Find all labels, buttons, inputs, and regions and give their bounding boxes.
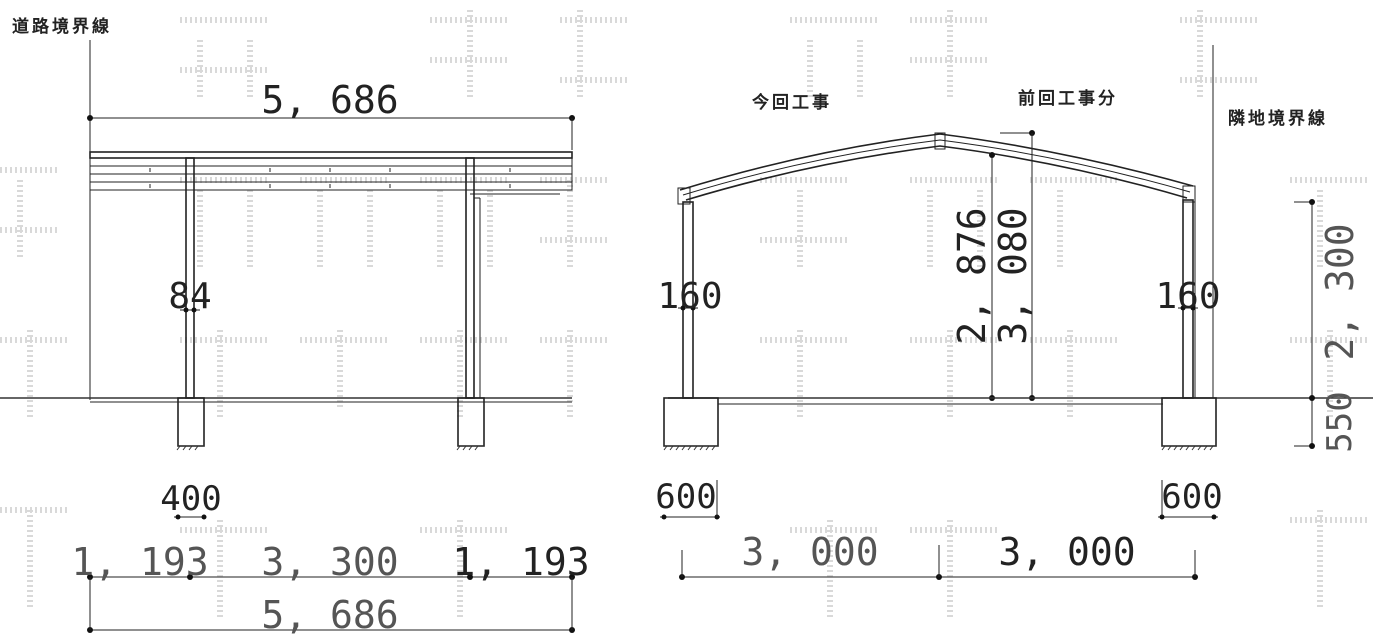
right-span-left: 3, 000 <box>741 530 878 574</box>
right-span-right: 3, 000 <box>998 530 1135 574</box>
dim-dot <box>87 115 93 121</box>
left-overall-width-bottom: 5, 686 <box>261 593 398 635</box>
dim-dot <box>690 305 696 311</box>
dim-dot <box>1190 305 1196 311</box>
left-roof-rivets <box>149 168 511 188</box>
height-inner-label: 2, 876 <box>950 207 994 344</box>
left-roof-panel <box>89 181 573 191</box>
dim-dot <box>1309 199 1315 205</box>
road-boundary-label: 道路境界線 <box>12 16 112 37</box>
right-post-right-label: 160 <box>1155 276 1220 317</box>
right-footing-right-label: 600 <box>1161 477 1222 517</box>
this-work-label: 今回工事 <box>752 92 832 113</box>
left-post-width-label: 84 <box>168 276 211 317</box>
left-span-right: 1, 193 <box>452 540 589 584</box>
left-roof-panel <box>89 165 573 175</box>
left-roof-panel <box>89 157 573 167</box>
arch-roof-outer <box>679 133 1194 191</box>
right-post-left-label: 160 <box>657 276 722 317</box>
dim-dot <box>175 514 181 520</box>
left-overall-width-top: 5, 686 <box>261 78 398 122</box>
dim-dot <box>1309 443 1315 449</box>
arch-end-right <box>1182 185 1196 203</box>
neighbor-boundary-label: 隣地境界線 <box>1228 108 1328 129</box>
right-footing-left <box>663 397 719 447</box>
left-roof-top <box>89 151 573 159</box>
footing-hatch <box>456 445 484 451</box>
arch-ridge-joint <box>934 132 946 150</box>
right-footing-right <box>1161 397 1217 447</box>
dim-dot <box>187 574 193 580</box>
dim-dot <box>1211 514 1217 520</box>
left-elevation: 道路境界線 5, 686 84 <box>0 16 590 635</box>
left-span-left: 1, 193 <box>71 540 208 584</box>
right-elevation: 今回工事 前回工事分 隣地境界線 160 160 2, 8 <box>655 45 1373 580</box>
previous-work-label: 前回工事分 <box>1018 88 1118 109</box>
height-outer-label: 3, 080 <box>991 207 1035 344</box>
watermark-pattern <box>0 10 1370 620</box>
dim-dot <box>183 307 189 313</box>
left-span-center: 3, 300 <box>261 540 398 584</box>
dim-dot <box>201 514 207 520</box>
clear-height-label: 2, 300 <box>1318 223 1362 360</box>
dim-dot <box>1180 305 1186 311</box>
footing-depth-label: 550 <box>1320 391 1360 452</box>
right-footing-left-label: 600 <box>655 477 716 517</box>
dim-dot <box>989 152 995 158</box>
left-footing-width-label: 400 <box>160 479 221 519</box>
arch-roof-inner <box>685 145 1188 201</box>
dim-dot <box>680 305 686 311</box>
footing-hatch <box>176 445 204 451</box>
dim-dot <box>661 514 667 520</box>
arch-end-left <box>677 187 691 205</box>
arch-roof-mid <box>682 139 1191 196</box>
dim-dot <box>1309 395 1315 401</box>
footing-hatch <box>663 445 718 451</box>
dim-dot <box>191 307 197 313</box>
left-footing-1 <box>177 397 205 447</box>
footing-hatch <box>1161 445 1216 451</box>
dim-dot <box>467 574 473 580</box>
